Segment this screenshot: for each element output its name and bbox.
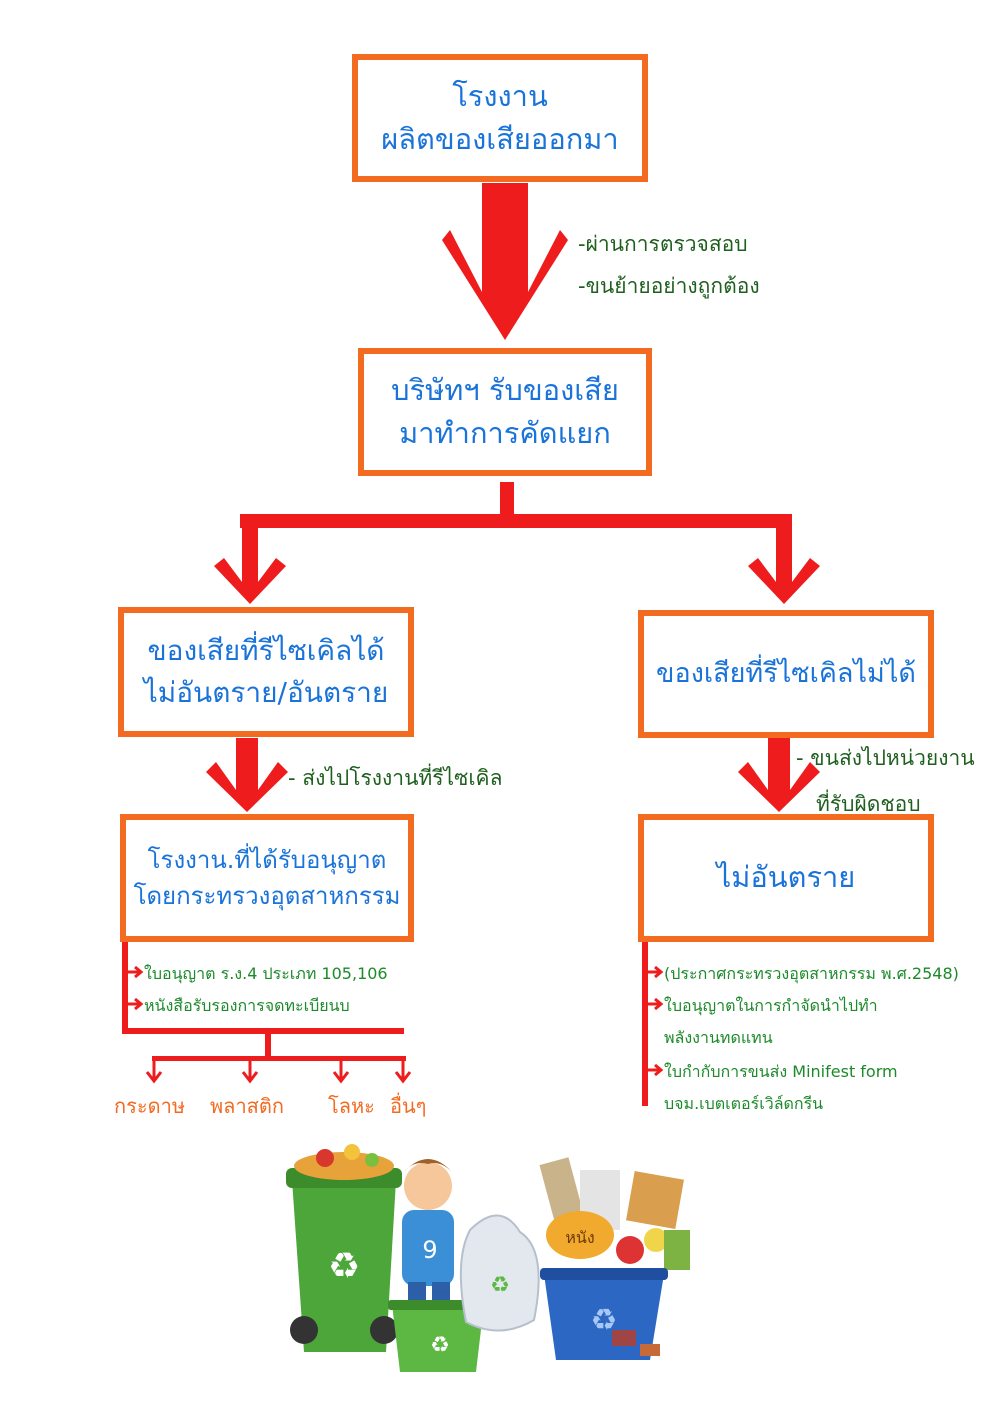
licensed-plant-title: โรงงาน.ที่ได้รับอนุญาต <box>147 846 387 874</box>
svg-text:9: 9 <box>422 1236 437 1264</box>
factory-subtitle: ผลิตของเสียออกมา <box>381 122 619 156</box>
left-down-arrow <box>214 528 286 604</box>
company-title: บริษัทฯ รับของเสีย <box>391 372 619 407</box>
non-hazardous-box: ไม่อันตราย <box>638 814 934 942</box>
left-list-arrow-2 <box>125 997 144 1011</box>
company-subtitle: มาทำการคัดแยก <box>399 416 611 450</box>
category-arrows <box>145 1058 412 1084</box>
right-list-line <box>642 940 648 1106</box>
split-stem <box>500 482 514 518</box>
left-list-item: ใบอนุญาต ร.ง.4 ประเภท 105,106 <box>144 964 388 983</box>
factory-box: โรงงาน ผลิตของเสียออกมา <box>352 54 648 182</box>
company-box: บริษัทฯ รับของเสีย มาทำการคัดแยก <box>358 348 652 476</box>
plastic-bag-icon: ♻ <box>459 1214 540 1332</box>
licensed-plant-subtitle: โดยกระทรวงอุตสาหกรรม <box>133 882 401 910</box>
recyclable-box: ของเสียที่รีไซเคิลได้ ไม่อันตราย/อันตราย <box>118 607 414 737</box>
category-paper: กระดาษ <box>114 1094 185 1118</box>
right-list-item: ใบกำกับการขนส่ง Minifest form <box>664 1062 898 1081</box>
licensed-plant-box: โรงงาน.ที่ได้รับอนุญาต โดยกระทรวงอุตสาหก… <box>120 814 414 942</box>
right-list-item: บจม.เบตเตอร์เวิล์ดกรีน <box>664 1094 824 1113</box>
svg-text:♻: ♻ <box>328 1246 360 1287</box>
category-plastic: พลาสติก <box>210 1094 284 1118</box>
svg-text:♻: ♻ <box>430 1333 450 1358</box>
factory-title: โรงงาน <box>452 78 548 113</box>
non-recyclable-box: ของเสียที่รีไซเคิลไม่ได้ <box>638 610 934 738</box>
transport-note-2: -ขนย้ายอย่างถูกต้อง <box>578 274 760 298</box>
right-list-item: (ประกาศกระทรวงอุตสาหกรรม พ.ศ.2548) <box>664 964 959 983</box>
svg-text:หนัง: หนัง <box>565 1228 594 1247</box>
agency-note-1: - ขนส่งไปหน่วยงาน <box>796 746 975 770</box>
category-bar <box>152 1056 406 1061</box>
right-second-arrow <box>738 738 820 812</box>
waste-pile-icon: หนัง ♻ <box>539 1157 690 1360</box>
right-list-arrows <box>645 965 664 1077</box>
agency-note-2: ที่รับผิดชอบ <box>816 792 921 816</box>
big-down-arrow <box>442 183 568 340</box>
right-down-arrow <box>748 528 820 604</box>
recycle-plant-note: - ส่งไปโรงงานที่รีไซเคิล <box>288 766 503 790</box>
left-second-arrow <box>206 738 288 812</box>
left-list-line <box>122 940 128 1032</box>
category-metal: โลหะ <box>328 1094 375 1118</box>
svg-text:♻: ♻ <box>490 1273 510 1298</box>
green-bin-icon: ♻ <box>286 1144 402 1352</box>
recyclable-title: ของเสียที่รีไซเคิลได้ <box>147 634 385 667</box>
non-hazardous-title: ไม่อันตราย <box>716 860 856 895</box>
category-other: อื่นๆ <box>390 1094 427 1118</box>
category-stem <box>265 1032 271 1058</box>
right-list-item: พลังงานทดแทน <box>664 1028 773 1047</box>
transport-note-1: -ผ่านการตรวจสอบ <box>578 232 748 256</box>
left-list-item: หนังสือรับรองการจดทะเบียนบ <box>144 996 350 1015</box>
non-recyclable-title: ของเสียที่รีไซเคิลไม่ได้ <box>656 657 916 689</box>
right-list-item: ใบอนุญาตในการกำจัดนำไปทำ <box>664 996 878 1015</box>
kid-figure-icon: 9 <box>402 1159 454 1312</box>
recyclable-subtitle: ไม่อันตราย/อันตราย <box>143 676 389 709</box>
left-list-arrow-1 <box>125 965 144 979</box>
split-bar <box>240 514 792 528</box>
left-list-base <box>122 1028 404 1034</box>
